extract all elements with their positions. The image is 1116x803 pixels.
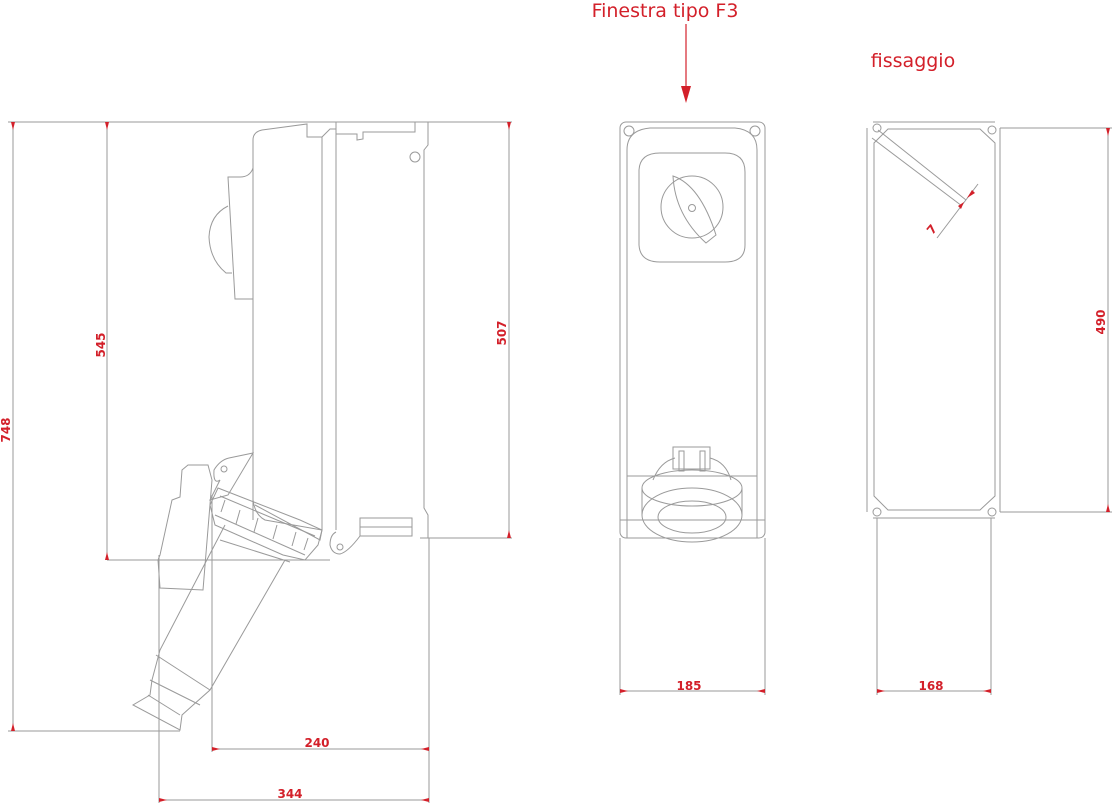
side-view	[8, 121, 512, 803]
dim-185: 185	[620, 679, 765, 693]
dim-507-label: 507	[495, 320, 509, 345]
dim-545-label: 545	[94, 332, 108, 357]
dim-748-label: 748	[0, 417, 13, 442]
dim-490: 490	[1094, 128, 1110, 512]
dim-7-label: 7	[924, 222, 940, 237]
rotary-switch-icon	[660, 175, 724, 244]
title-finestra: Finestra tipo F3	[592, 0, 739, 22]
dim-344: 344	[159, 787, 429, 802]
socket-icon	[641, 446, 743, 543]
dim-168: 168	[877, 679, 991, 693]
front-view	[619, 121, 766, 695]
dim-240-label: 240	[304, 736, 329, 750]
view-arrow-icon	[681, 24, 691, 103]
dim-748: 748	[0, 122, 15, 731]
title-fissaggio: fissaggio	[871, 50, 955, 72]
dim-545: 545	[94, 122, 109, 560]
dim-344-label: 344	[277, 787, 302, 801]
dim-185-label: 185	[676, 679, 701, 693]
fixing-view: 7	[866, 121, 1112, 695]
dim-168-label: 168	[918, 679, 943, 693]
dim-490-label: 490	[1094, 309, 1108, 334]
dim-507: 507	[495, 122, 511, 538]
dim-240: 240	[212, 736, 429, 751]
